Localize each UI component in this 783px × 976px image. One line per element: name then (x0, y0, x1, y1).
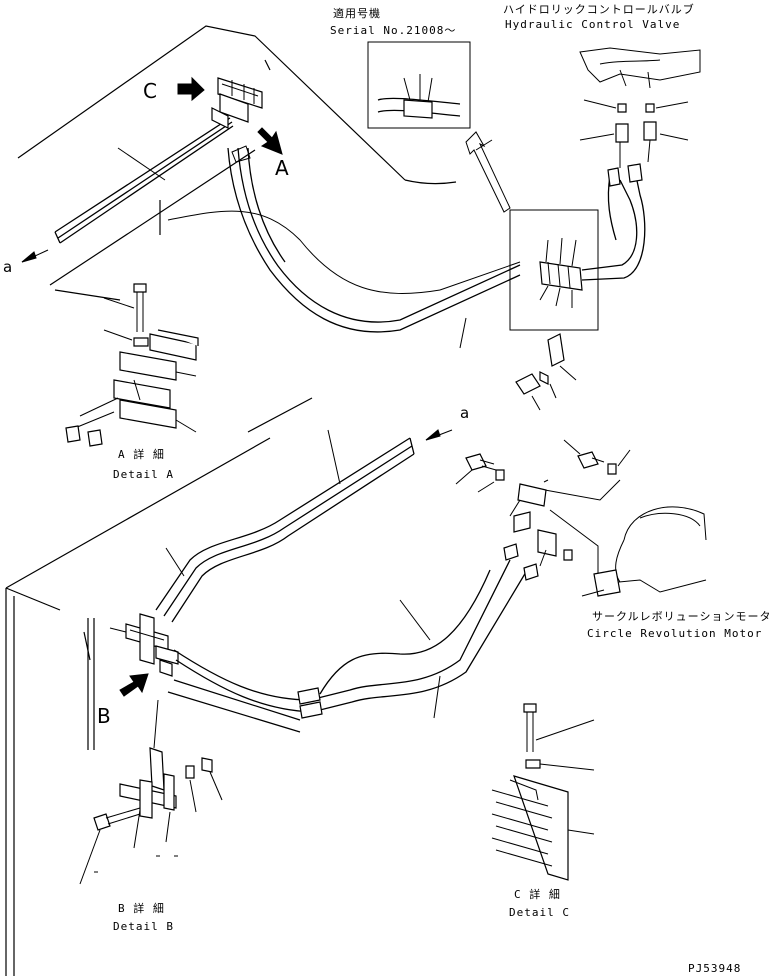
motor-fittings (455, 439, 631, 584)
detail-a-drawing (65, 283, 199, 447)
upper-hose-to-valve (581, 163, 646, 281)
lower-long-pipe-bundle (155, 429, 415, 623)
lower-frame-outline (5, 397, 313, 976)
upper-bracket-bolt (459, 317, 577, 411)
arrow-a-mid (425, 429, 453, 441)
motor-label-jp: サークルレボリューションモータ (592, 610, 771, 623)
hose-clamp-upper (539, 237, 583, 308)
inset-callout-arrow (465, 131, 511, 213)
block-c-upper (211, 77, 263, 129)
block-b-lower (109, 613, 179, 677)
upper-frame-outline (17, 25, 457, 301)
view-c-letter: C (143, 79, 157, 103)
detail-c-drawing (491, 703, 595, 881)
lower-hose-run (173, 543, 539, 719)
view-arrow-c-top (177, 76, 205, 102)
detail-c-label: Detail C (509, 906, 570, 919)
drawing-number: PJ53948 (688, 962, 741, 975)
serial-detail-inset (367, 41, 493, 151)
upper-hose-run (167, 145, 521, 333)
valve-label-jp: ハイドロリックコントロールバルブ (503, 2, 695, 16)
detail-b-drawing (79, 699, 223, 885)
serial-label: Serial No.21008～ (330, 24, 456, 37)
view-a-letter: A (275, 156, 289, 180)
view-arrow-b (119, 673, 149, 697)
hydraulic-control-valve (579, 47, 701, 168)
serial-label-jp: 適用号機 (333, 6, 381, 20)
arrow-a-mid-letter: a (460, 404, 469, 422)
upper-clamp-box (509, 209, 599, 331)
arrow-a-top-letter: a (3, 258, 12, 276)
view-arrow-a-top (257, 127, 283, 155)
detail-a-label-jp: A 詳 細 (118, 447, 165, 461)
arrow-a-top (21, 249, 49, 263)
upper-long-pipe-bundle (54, 117, 234, 244)
valve-label: Hydraulic Control Valve (505, 18, 680, 31)
circle-revolution-motor (581, 506, 707, 597)
detail-b-label: Detail B (113, 920, 174, 933)
view-b-letter: B (97, 704, 111, 728)
detail-c-label-jp: C 詳 細 (514, 887, 561, 901)
motor-label: Circle Revolution Motor (587, 627, 762, 640)
detail-a-label: Detail A (113, 468, 174, 481)
detail-b-label-jp: B 詳 細 (118, 901, 165, 915)
